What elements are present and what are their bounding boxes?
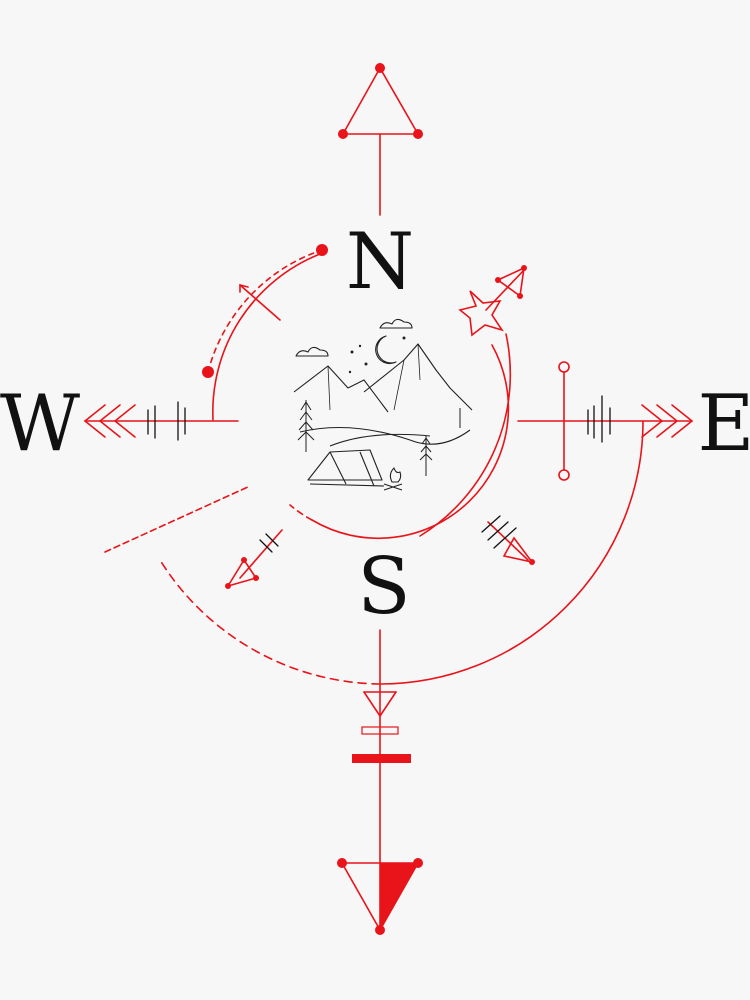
west-arrow	[83, 404, 239, 438]
compass-east-label: E	[698, 379, 750, 469]
southeast-ticks	[481, 515, 517, 549]
campfire-icon	[383, 467, 403, 491]
southeast-arrow	[487, 521, 535, 565]
tent-icon	[307, 449, 385, 487]
middle-ring	[202, 244, 328, 421]
triangle-arrow-south-icon	[337, 629, 423, 935]
triangle-arrow-north-icon	[338, 63, 423, 216]
northeast-arrow	[485, 265, 527, 311]
compass-north-label: N	[346, 217, 414, 307]
crescent-moon-icon	[375, 335, 397, 365]
inner-ring	[289, 344, 510, 540]
stars	[348, 336, 406, 374]
compass-south-label: S	[357, 542, 410, 632]
cloud-icon	[379, 318, 413, 329]
southwest-arrow	[225, 529, 283, 589]
southwest-ticks	[259, 533, 279, 553]
east-ticks	[587, 395, 611, 443]
east-arrow	[517, 361, 694, 481]
east-ring	[419, 333, 512, 537]
west-ticks	[147, 401, 186, 441]
mountain-camp-icon	[293, 318, 473, 491]
outer-ring	[104, 420, 644, 685]
star-outline-icon	[458, 290, 504, 337]
cloud-icon	[295, 346, 329, 357]
pine-trees	[297, 400, 461, 476]
compass-west-label: W	[0, 379, 80, 469]
